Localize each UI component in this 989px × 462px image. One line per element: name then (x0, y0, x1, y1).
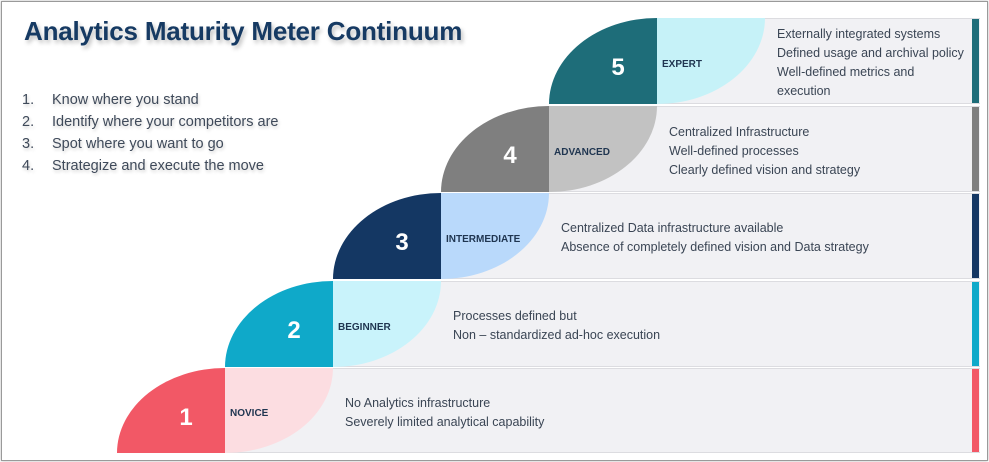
description-line: Clearly defined vision and strategy (669, 162, 861, 177)
level-4-accent-bar (972, 107, 979, 191)
description-line: Absence of completely defined vision and… (561, 240, 869, 254)
level-1-accent-bar (972, 369, 979, 452)
description-line: Centralized Infrastructure (669, 124, 810, 139)
slide-title: Analytics Maturity Meter Continuum (24, 16, 463, 46)
level-1-row (225, 368, 980, 453)
step-text: Strategize and execute the move (52, 158, 264, 174)
level-3-description: Centralized Data infrastructure availabl… (561, 219, 869, 257)
step-number: 3. (22, 136, 35, 152)
level-2-accent-bar (972, 282, 979, 366)
level-2-row (333, 281, 980, 367)
step-text: Know where you stand (52, 92, 199, 108)
description-line: Severely limited analytical capability (345, 414, 545, 429)
description-line: execution (777, 84, 831, 98)
step-text: Identify where your competitors are (52, 114, 279, 130)
step-number: 2. (22, 114, 35, 130)
level-5-accent-bar (972, 19, 979, 103)
steps-list: 1. Know where you stand 2. Identify where … (22, 89, 278, 177)
description-line: Defined usage and archival policy (777, 46, 964, 60)
description-line: Well-defined processes (669, 143, 799, 158)
description-line: Centralized Data infrastructure availabl… (561, 221, 784, 235)
step-number: 1. (22, 92, 35, 108)
description-line: Processes defined but (453, 309, 577, 323)
step-item: 4. Strategize and execute the move (22, 155, 278, 177)
step-number: 4. (22, 158, 35, 174)
step-item: 3. Spot where you want to go (22, 133, 278, 155)
description-line: Non – standardized ad-hoc execution (453, 328, 661, 342)
level-3-accent-bar (972, 194, 979, 278)
step-text: Spot where you want to go (52, 136, 224, 152)
description-line: Well-defined metrics and (777, 65, 915, 79)
description-line: Externally integrated systems (777, 27, 941, 41)
step-item: 2. Identify where your competitors are (22, 111, 278, 133)
step-item: 1. Know where you stand (22, 89, 278, 111)
description-line: No Analytics infrastructure (345, 395, 491, 410)
